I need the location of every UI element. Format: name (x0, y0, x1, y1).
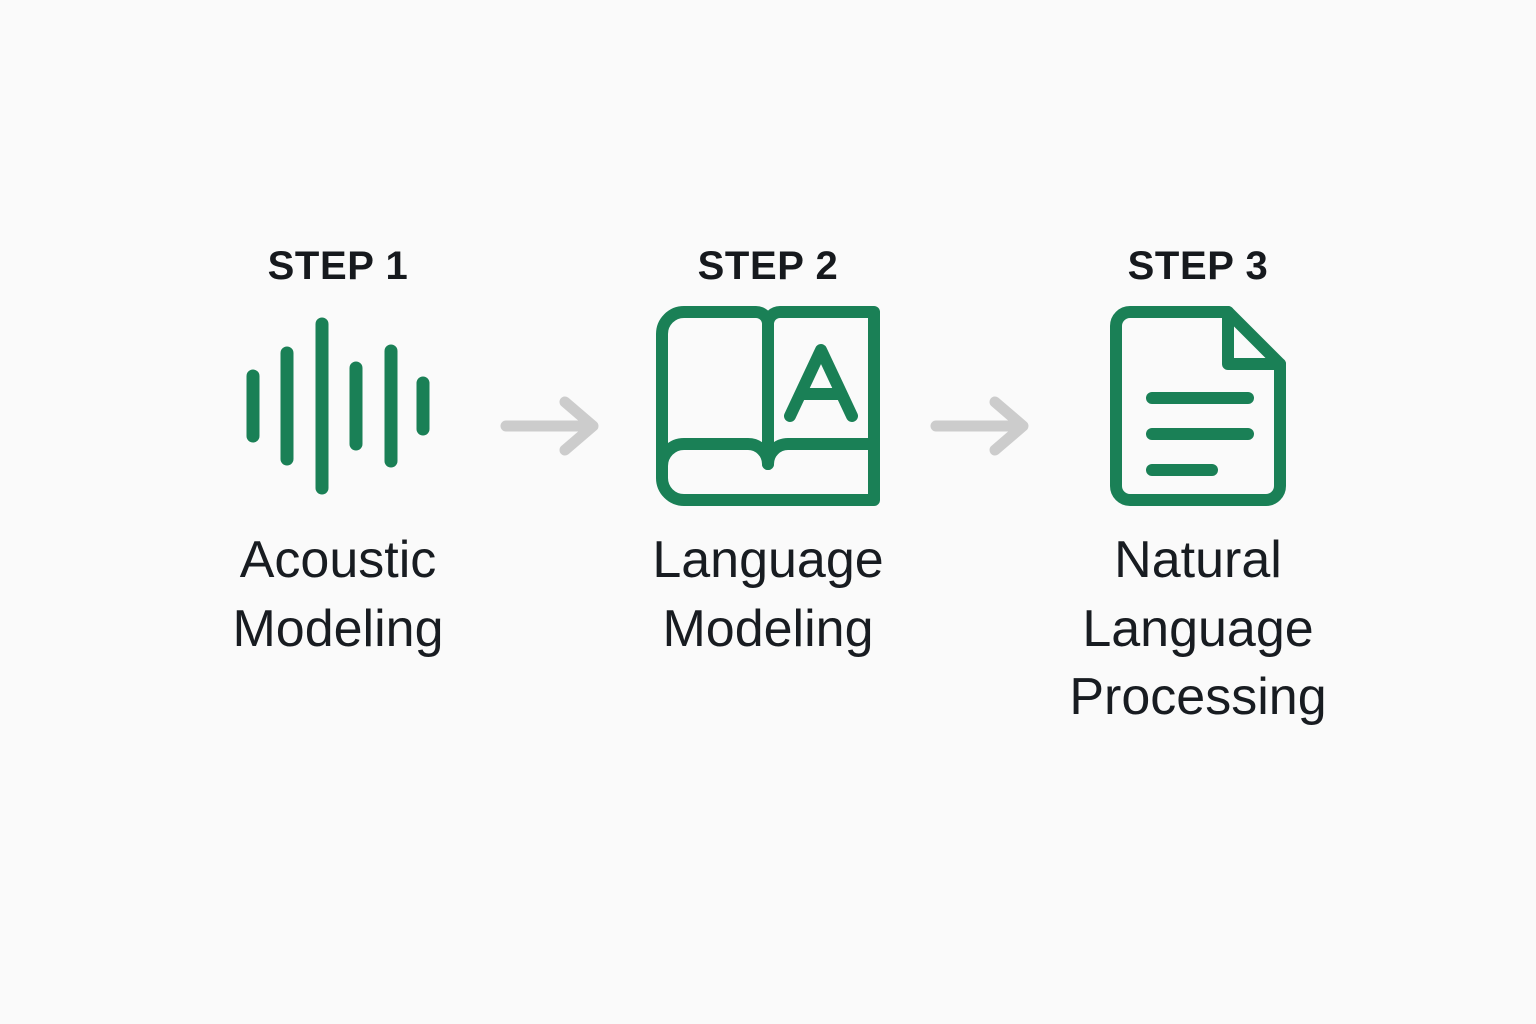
step-1-label: STEP 1 (267, 244, 409, 288)
letter-a-glyph (784, 344, 858, 422)
step-1-title-line-2: Modeling (232, 599, 444, 658)
step-2: STEP 2 (618, 246, 918, 663)
step-1-title-line-1: Acoustic (239, 531, 437, 589)
arrow-right-icon (500, 396, 599, 456)
step-2-title: Language Modeling (652, 526, 883, 663)
arrow-step1-step2 (488, 306, 618, 546)
step-3-title-line-2: Language (1082, 599, 1314, 658)
step-2-icon-wrap (656, 286, 880, 526)
step-3-title-line-3: Processing (1069, 668, 1327, 727)
step-1-icon-wrap (233, 286, 443, 526)
step-3-title-line-1: Natural (1114, 531, 1282, 589)
step-3-label: STEP 3 (1127, 244, 1269, 288)
step-3-title: Natural Language Processing (1069, 526, 1326, 732)
step-3-icon-wrap (1108, 286, 1288, 526)
step-1: STEP 1 Acoustic Modeling (188, 246, 488, 663)
arrow-step2-step3 (918, 306, 1048, 546)
step-2-title-line-2: Modeling (662, 599, 874, 658)
open-book-icon (656, 306, 880, 506)
step-1-title: Acoustic Modeling (232, 526, 443, 663)
step-3: STEP 3 Natural La (1048, 246, 1348, 732)
arrow-right-icon (930, 396, 1029, 456)
document-lines-icon (1110, 306, 1286, 506)
audio-waveform-icon (246, 317, 430, 495)
step-2-title-line-1: Language (652, 531, 884, 589)
step-2-label: STEP 2 (697, 244, 839, 288)
